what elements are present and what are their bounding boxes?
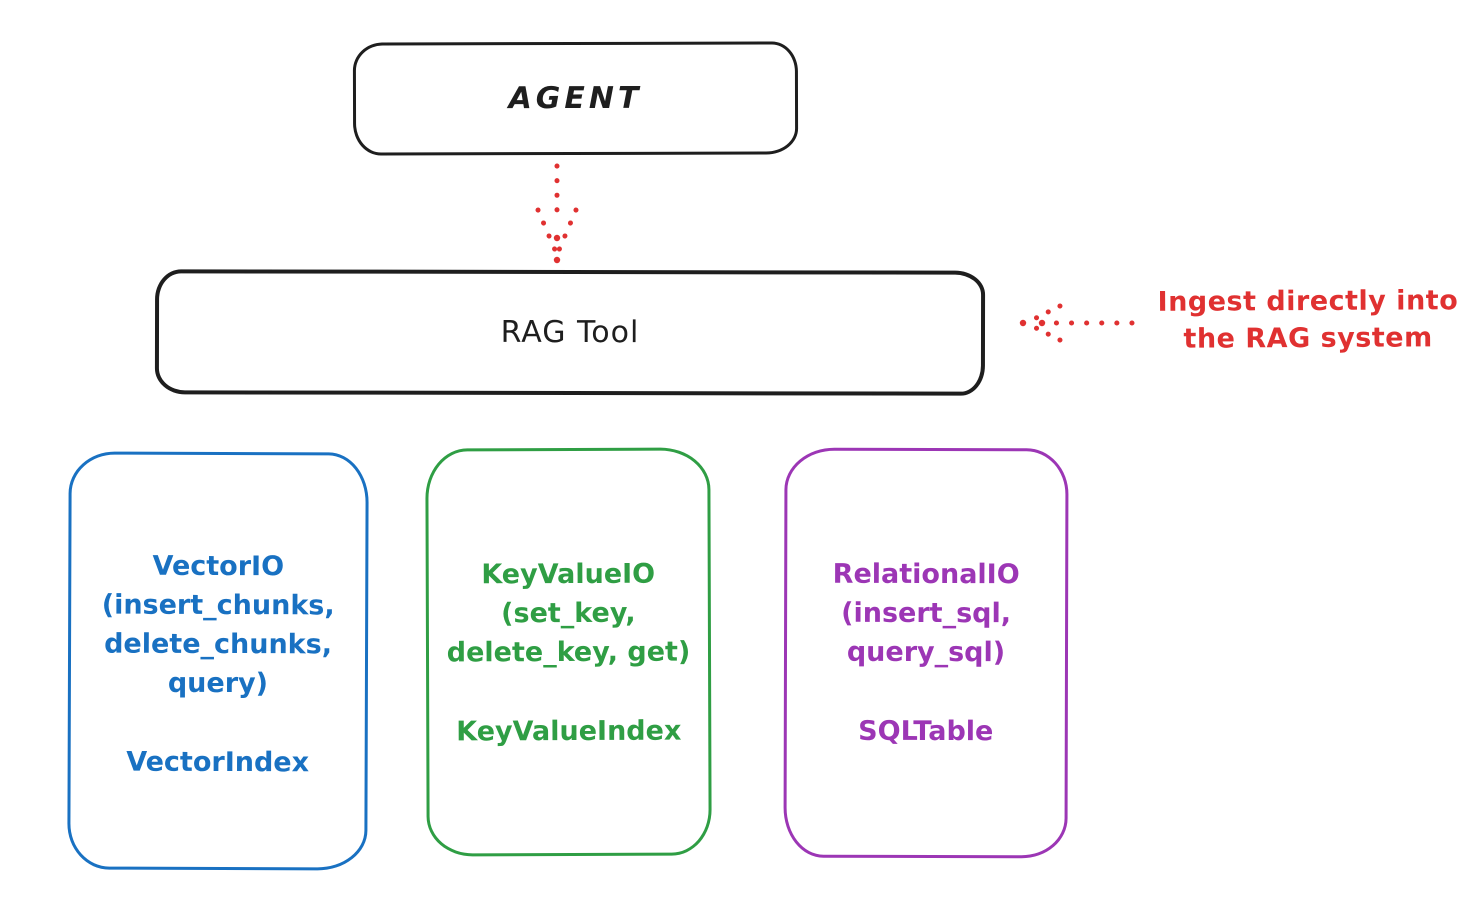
store-title: KeyValueIO [481,558,656,591]
store-methods-line: delete_key, get) [446,636,691,669]
store-methods-line: (set_key, [501,597,636,630]
ingest-annotation-line2: the RAG system [1183,322,1433,355]
store-title: RelationalIO [832,558,1020,591]
store-methods-line: query) [167,667,269,700]
agent-box: AGENT [352,41,799,156]
store-methods-line: (insert_sql, [841,597,1012,630]
store-methods-line: (insert_chunks, [101,589,335,622]
ingest-annotation: Ingest directly into the RAG system [1140,282,1476,358]
store-index-label: VectorIndex [126,746,310,779]
store-methods-line: query_sql) [846,636,1006,669]
store-title: VectorIO [152,550,285,583]
vector-store-box: VectorIO (insert_chunks, delete_chunks, … [67,451,369,871]
relational-store-box: RelationalIO (insert_sql, query_sql) SQL… [783,447,1069,859]
agent-to-ragtool-arrow-icon [535,163,579,264]
rag-tool-box: RAG Tool [154,269,986,396]
ingest-annotation-line1: Ingest directly into [1157,285,1459,318]
store-index-label: SQLTable [858,715,994,748]
agent-label: AGENT [508,80,643,117]
store-index-label: KeyValueIndex [456,715,682,748]
rag-tool-label: RAG Tool [500,314,640,351]
store-methods-line: delete_chunks, [104,628,333,661]
annotation-to-ragtool-arrow-icon [1019,303,1135,343]
keyvalue-store-box: KeyValueIO (set_key, delete_key, get) Ke… [425,447,712,857]
